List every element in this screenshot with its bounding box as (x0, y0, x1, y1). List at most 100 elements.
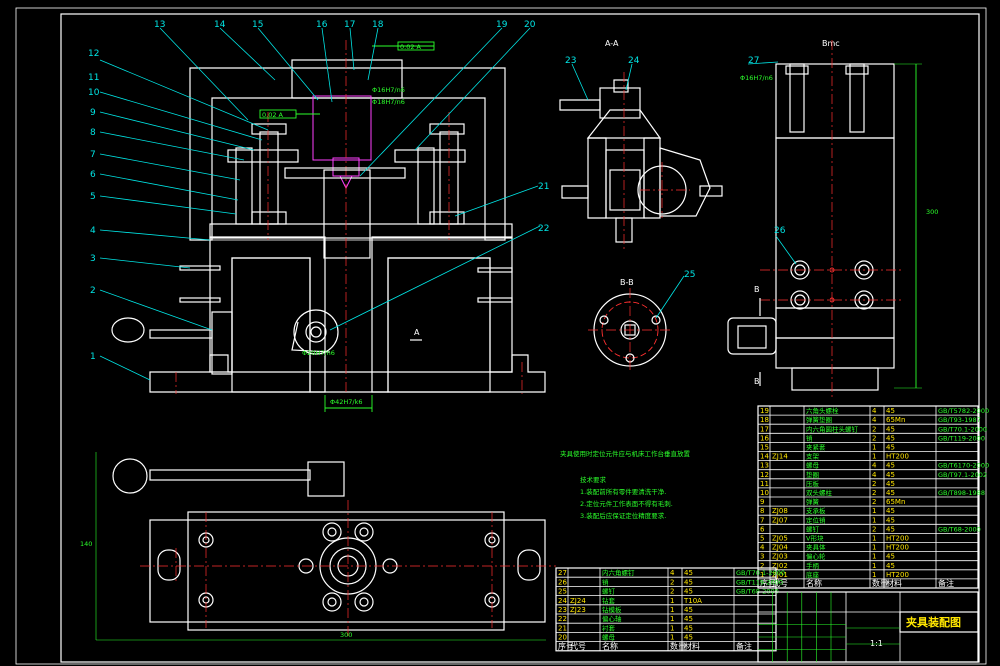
parts-right-cell: 45 (886, 425, 895, 433)
parts-left-cell: 2 (670, 578, 674, 586)
center-note: 夹具使用时定位元件应与机床工作台垂直放置 (560, 449, 691, 458)
parts-right-cell: 支架 (806, 452, 820, 461)
parts-right-cell: ZJ07 (772, 516, 788, 524)
dim-fit-2: Φ18H7/n6 (372, 98, 405, 106)
parts-right-cell: 手柄 (806, 561, 820, 570)
parts-right-cell: 65Mn (886, 416, 905, 424)
parts-left-cell: 21 (558, 624, 567, 632)
parts-right-cell: GB/T6170-2000 (938, 462, 989, 470)
section-a-a-label: A-A (605, 39, 619, 48)
dim-width-plan: 300 (340, 631, 352, 639)
parts-left-header: 材料 (684, 641, 700, 651)
parts-right-cell: 45 (886, 444, 895, 452)
balloon-1: 1 (90, 352, 96, 362)
parts-left-cell: 1 (670, 634, 674, 642)
parts-right-cell: 65Mn (886, 498, 905, 506)
parts-right-cell: 2 (872, 425, 876, 433)
section-marker-b-2: B (754, 377, 760, 386)
parts-right-cell: 18 (760, 416, 769, 424)
parts-right-cell: 六角头螺栓 (806, 406, 839, 415)
parts-right-cell: 12 (760, 471, 769, 479)
section-b-b-label: B-B (620, 278, 634, 287)
inner-border (60, 13, 980, 663)
balloon-26: 26 (774, 226, 786, 236)
view-label-top-right: Bmc (822, 39, 840, 48)
parts-left-cell: 1 (670, 615, 674, 623)
note-line-2: 2.定位元件工作表面不得有毛刺. (580, 499, 673, 508)
balloon-2: 2 (90, 286, 96, 296)
dim-height-plan: 140 (80, 540, 92, 548)
title-block: 夹具装配图 1:1 (757, 591, 979, 663)
tol-box-2: 0.02 A (262, 111, 284, 119)
parts-left-cell: 27 (558, 569, 567, 577)
parts-right-cell: 压板 (806, 479, 820, 488)
balloon-14: 14 (214, 20, 226, 30)
dim-fit-3: Φ42H7/k6 (330, 398, 363, 406)
balloon-9: 9 (90, 108, 96, 118)
parts-right-cell: 定位销 (806, 515, 826, 524)
parts-right-cell: 6 (760, 525, 765, 533)
parts-right-cell: 销 (806, 433, 813, 442)
parts-right-cell: 1 (872, 453, 876, 461)
parts-right-cell: 1 (872, 507, 876, 515)
parts-right-cell: 45 (886, 553, 895, 561)
parts-right-cell: 偏心轮 (806, 552, 826, 561)
balloon-12: 12 (88, 49, 99, 59)
parts-right-cell: ZJ01 (772, 571, 788, 579)
parts-right-cell: 11 (760, 480, 769, 488)
parts-left-cell: 1 (670, 624, 674, 632)
parts-right-cell: 45 (886, 489, 895, 497)
balloon-19: 19 (496, 20, 508, 30)
parts-left-cell: 45 (684, 578, 693, 586)
parts-left-cell: 内六角螺钉 (602, 568, 635, 577)
parts-right-cell: 1 (872, 444, 876, 452)
balloon-10: 10 (88, 88, 100, 98)
parts-right-cell: HT200 (886, 571, 909, 579)
parts-right-cell: GB/T93-1987 (938, 416, 981, 424)
parts-left-cell: 45 (684, 624, 693, 632)
parts-right-cell: ZJ05 (772, 535, 788, 543)
parts-right-cell: 2 (872, 498, 876, 506)
parts-right-cell: 2 (760, 562, 764, 570)
front-section-view (111, 40, 546, 395)
parts-right-cell: 底座 (806, 570, 820, 579)
section-marker-a: A (414, 328, 420, 337)
parts-right-cell: 45 (886, 407, 895, 415)
parts-right-header: 数量 (872, 578, 888, 588)
parts-right-header: 代号 (772, 578, 788, 588)
outer-border (15, 7, 987, 665)
parts-right-cell: 4 (760, 544, 765, 552)
balloon-13: 13 (154, 20, 165, 30)
parts-left-cell: ZJ23 (570, 606, 586, 614)
balloon-22: 22 (538, 224, 549, 234)
notes-title: 技术要求 (580, 475, 607, 484)
parts-left-cell: 1 (670, 606, 674, 614)
parts-right-cell: GB/T68-2000 (938, 525, 981, 533)
balloon-18: 18 (372, 20, 384, 30)
parts-right-cell: V形块 (806, 534, 824, 543)
parts-right-cell: GB/T5782-2000 (938, 407, 989, 415)
parts-right-cell: 45 (886, 516, 895, 524)
parts-left-cell: GB/T119-2000 (736, 578, 783, 586)
parts-right-cell: 2 (872, 525, 876, 533)
parts-left-header: 备注 (736, 641, 752, 651)
parts-left-cell: 销 (602, 577, 609, 586)
parts-right-cell: HT200 (886, 544, 909, 552)
parts-right-cell: 10 (760, 489, 769, 497)
dim-height-side: 300 (926, 208, 938, 216)
parts-right-cell: 45 (886, 562, 895, 570)
parts-left-cell: 26 (558, 578, 567, 586)
parts-right-cell: 19 (760, 407, 769, 415)
parts-right-header: 序号 (760, 578, 776, 588)
parts-left-cell: 45 (684, 569, 693, 577)
parts-left-cell: 2 (670, 588, 674, 596)
plan-view: 300 140 (80, 452, 556, 641)
parts-right-header: 名称 (806, 578, 822, 588)
dim-fit-1: Φ16H7/n6 (372, 86, 405, 94)
parts-right-cell: 45 (886, 434, 895, 442)
parts-right-cell: 1 (872, 553, 876, 561)
parts-right-cell: 45 (886, 525, 895, 533)
